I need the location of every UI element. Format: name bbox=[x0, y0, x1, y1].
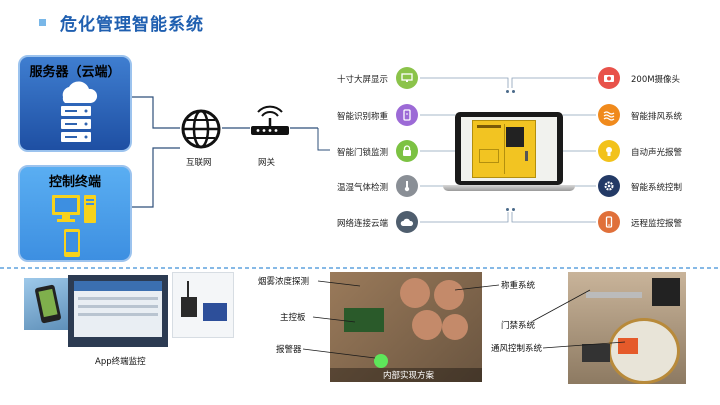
connector-dot bbox=[506, 90, 509, 93]
alarm-light-icon bbox=[598, 140, 620, 162]
server-icon bbox=[61, 81, 98, 142]
connector-dot bbox=[512, 208, 515, 211]
phone-icon bbox=[598, 211, 620, 233]
connector-dot bbox=[512, 90, 515, 93]
title-accent bbox=[39, 19, 46, 26]
server-label: 服务器（云端） bbox=[29, 65, 121, 80]
smoke-detector-label: 烟雾浓度探测 bbox=[258, 277, 310, 287]
access-control-label: 门禁系统 bbox=[501, 321, 536, 331]
connector-dot bbox=[506, 208, 509, 211]
monitor-icon bbox=[396, 67, 418, 89]
thermometer-icon bbox=[396, 175, 418, 197]
server-box: 服务器（云端） bbox=[18, 55, 132, 152]
feature-label-vent: 智能排风系统 bbox=[631, 112, 683, 122]
cloud-icon bbox=[396, 211, 418, 233]
camera-icon bbox=[598, 67, 620, 89]
fan-icon bbox=[598, 104, 620, 126]
gateway-label: 网关 bbox=[258, 158, 276, 168]
control-terminal-box: 控制终端 bbox=[18, 165, 132, 262]
feature-label-camera: 200M摄像头 bbox=[631, 75, 681, 85]
chemical-cabinet-image bbox=[472, 120, 536, 178]
alarm-label: 报警器 bbox=[276, 345, 302, 355]
feature-label-weighing: 智能识别称重 bbox=[336, 112, 388, 122]
lock-icon bbox=[396, 140, 418, 162]
feature-label-cloud: 网络连接云端 bbox=[336, 219, 388, 229]
feature-label-screen: 十寸大屏显示 bbox=[336, 75, 388, 85]
laptop-base bbox=[443, 185, 575, 191]
app-monitor-photo bbox=[68, 275, 168, 347]
feature-label-remote: 远程监控报警 bbox=[631, 219, 683, 229]
inner-circuit-photo bbox=[330, 272, 482, 382]
feature-label-alarm: 自动声光报警 bbox=[631, 148, 683, 158]
scale-icon bbox=[396, 104, 418, 126]
feature-label-lock: 智能门锁监测 bbox=[336, 148, 388, 158]
weighing-system-label: 称重系统 bbox=[501, 281, 536, 291]
app-caption: App终端监控 bbox=[95, 357, 146, 367]
gear-icon bbox=[598, 175, 620, 197]
router-icon bbox=[251, 105, 289, 135]
main-board-label: 主控板 bbox=[280, 313, 306, 323]
ventilation-control-label: 通风控制系统 bbox=[491, 344, 543, 354]
internet-label: 互联网 bbox=[186, 158, 212, 168]
terminal-label: 控制终端 bbox=[48, 175, 101, 190]
feature-label-control: 智能系统控制 bbox=[631, 183, 683, 193]
feature-label-gas: 温湿气体检测 bbox=[336, 183, 388, 193]
page-title: 危化管理智能系统 bbox=[60, 15, 204, 35]
inner-caption: 内部实现方案 bbox=[383, 371, 435, 381]
globe-icon bbox=[181, 109, 221, 149]
computer-icon bbox=[52, 195, 96, 257]
ventilation-photo bbox=[568, 272, 686, 384]
gateway-device-photo bbox=[172, 272, 234, 338]
app-phone-photo bbox=[24, 278, 70, 330]
